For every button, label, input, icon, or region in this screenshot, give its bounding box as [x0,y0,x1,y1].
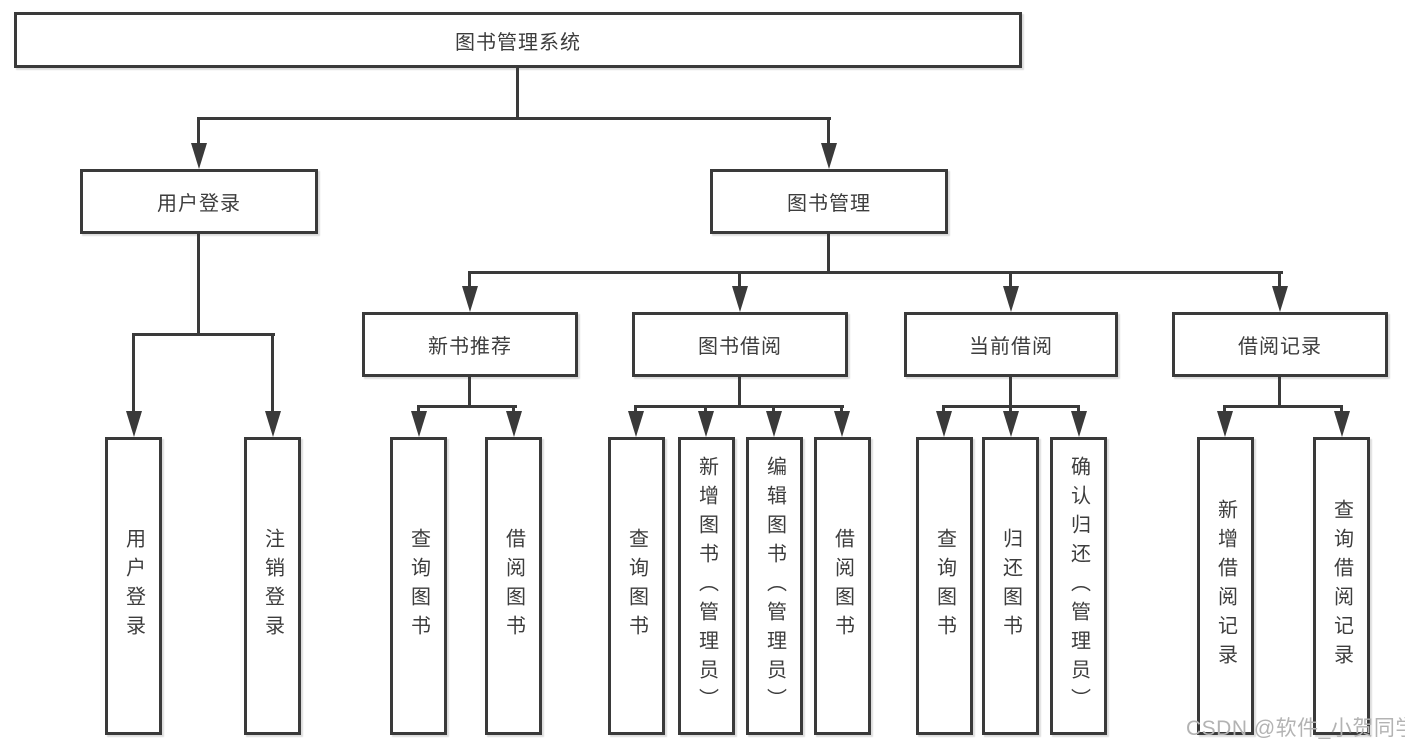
watermark: CSDN @软件_小贺同学 [1186,717,1405,740]
arrow-down-icon [698,411,714,437]
arrow-down-icon [462,286,478,312]
arrow-down-icon [766,411,782,437]
leaf-query-books-current: 查询图书 [916,437,973,735]
leaf-borrow-books-label: 借阅图书 [831,528,854,644]
connector-line [468,273,471,286]
connector-line [942,405,1080,408]
node-book-management-label: 图书管理 [787,193,871,215]
connector-line [1009,407,1012,411]
connector-line [197,117,831,120]
connector-line [197,234,200,335]
leaf-confirm-return-admin-label: 确认归还（管理员） [1067,455,1090,717]
connector-line [827,119,830,143]
connector-line [738,377,741,407]
leaf-query-borrow-record-label: 查询借阅记录 [1330,499,1353,673]
connector-line [271,335,274,411]
leaf-borrow-books-recommend: 借阅图书 [485,437,542,735]
connector-line [942,407,945,411]
node-user-login: 用户登录 [80,169,318,234]
arrow-down-icon [936,411,952,437]
node-borrowing-records-label: 借阅记录 [1238,336,1322,358]
connector-line [1278,377,1281,407]
node-borrowing-records: 借阅记录 [1172,312,1388,377]
leaf-confirm-return-admin: 确认归还（管理员） [1050,437,1107,735]
arrow-down-icon [265,411,281,437]
arrow-down-icon [191,143,207,169]
arrow-down-icon [126,411,142,437]
connector-line [1009,377,1012,407]
arrow-down-icon [1272,286,1288,312]
node-library-system: 图书管理系统 [14,12,1022,68]
connector-line [468,377,471,407]
connector-line [738,273,741,286]
connector-line [1223,405,1343,408]
connector-line [827,234,830,273]
connector-line [417,405,517,408]
leaf-query-books-current-label: 查询图书 [933,528,956,644]
connector-line [840,407,843,411]
node-user-login-label: 用户登录 [157,193,241,215]
connector-line [634,407,637,411]
connector-line [1278,273,1281,286]
connector-line [1340,407,1343,411]
arrow-down-icon [1003,286,1019,312]
node-current-borrowing: 当前借阅 [904,312,1118,377]
arrow-down-icon [411,411,427,437]
connector-line [132,333,275,336]
leaf-edit-book-admin-label: 编辑图书（管理员） [763,455,786,717]
node-current-borrowing-label: 当前借阅 [969,336,1053,358]
leaf-query-borrow-record: 查询借阅记录 [1313,437,1370,735]
leaf-add-book-admin-label: 新增图书（管理员） [695,455,718,717]
arrow-down-icon [821,143,837,169]
leaf-logout: 注销登录 [244,437,301,735]
leaf-return-books: 归还图书 [982,437,1039,735]
connector-line [634,405,844,408]
leaf-query-books-borrowing: 查询图书 [608,437,665,735]
node-library-system-label: 图书管理系统 [455,31,581,54]
node-book-management: 图书管理 [710,169,948,234]
leaf-user-login-label: 用户登录 [122,528,145,644]
leaf-add-borrow-record-label: 新增借阅记录 [1214,499,1237,673]
arrow-down-icon [1217,411,1233,437]
connector-line [1077,407,1080,411]
connector-line [516,68,519,119]
leaf-borrow-books: 借阅图书 [814,437,871,735]
leaf-add-book-admin: 新增图书（管理员） [678,437,735,735]
leaf-query-books-recommend-label: 查询图书 [407,528,430,644]
arrow-down-icon [1003,411,1019,437]
connector-line [512,407,515,411]
arrow-down-icon [1071,411,1087,437]
node-book-borrowing: 图书借阅 [632,312,848,377]
leaf-query-books-borrowing-label: 查询图书 [625,528,648,644]
leaf-borrow-books-recommend-label: 借阅图书 [502,528,525,644]
connector-line [132,335,135,411]
connector-line [417,407,420,411]
arrow-down-icon [1334,411,1350,437]
arrow-down-icon [834,411,850,437]
leaf-edit-book-admin: 编辑图书（管理员） [746,437,803,735]
arrow-down-icon [732,286,748,312]
leaf-return-books-label: 归还图书 [999,528,1022,644]
arrow-down-icon [506,411,522,437]
connector-line [468,271,1283,274]
leaf-logout-label: 注销登录 [261,528,284,644]
connector-line [1223,407,1226,411]
connector-line [1009,273,1012,286]
connector-line [772,407,775,411]
connector-line [704,407,707,411]
node-new-book-recommend: 新书推荐 [362,312,578,377]
leaf-query-books-recommend: 查询图书 [390,437,447,735]
node-new-book-recommend-label: 新书推荐 [428,336,512,358]
leaf-user-login: 用户登录 [105,437,162,735]
arrow-down-icon [628,411,644,437]
leaf-add-borrow-record: 新增借阅记录 [1197,437,1254,735]
connector-line [197,119,200,143]
node-book-borrowing-label: 图书借阅 [698,336,782,358]
